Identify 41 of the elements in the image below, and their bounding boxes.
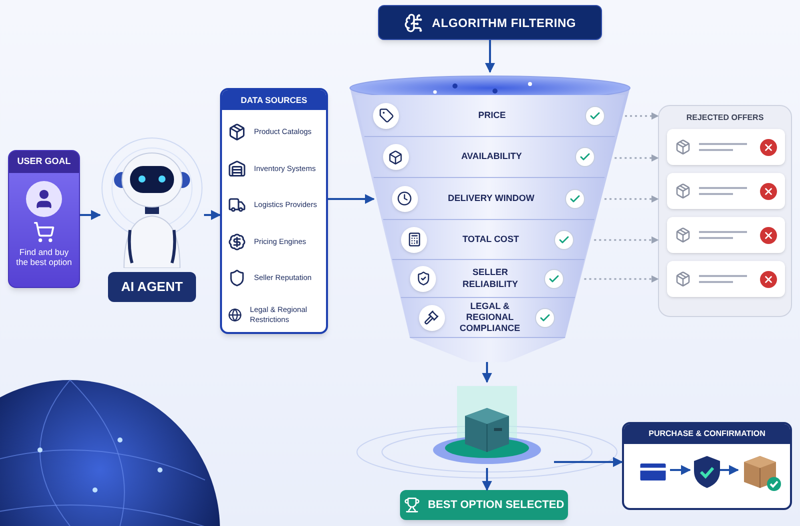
dotted-arrow bbox=[604, 195, 659, 203]
agent-label: AI AGENT bbox=[108, 272, 196, 302]
result-badge bbox=[400, 490, 568, 520]
offer-card bbox=[667, 173, 785, 209]
criterion-label: PRICE bbox=[477, 110, 507, 122]
offer-card bbox=[667, 261, 785, 297]
shield-check-icon bbox=[692, 455, 722, 489]
rejected-panel bbox=[658, 105, 792, 317]
arrow bbox=[670, 465, 691, 475]
arrow bbox=[485, 40, 495, 73]
criterion-label: AVAILABILITY bbox=[460, 151, 523, 163]
card-header: USER GOAL bbox=[9, 151, 79, 172]
funnel-tier bbox=[383, 220, 594, 260]
panel-header: PURCHASE & CONFIRMATION bbox=[624, 424, 790, 444]
goal-card bbox=[8, 150, 80, 288]
arrow bbox=[720, 465, 739, 475]
goal-text: Find and buy the best option bbox=[15, 246, 73, 268]
data-sources-panel bbox=[220, 88, 328, 334]
arrow bbox=[482, 362, 492, 383]
offer-card bbox=[667, 129, 785, 165]
dotted-arrow bbox=[594, 236, 659, 244]
dotted-arrow bbox=[584, 275, 659, 283]
arrow bbox=[482, 468, 492, 491]
header-banner bbox=[378, 5, 602, 40]
criterion-label: DELIVERY WINDOW bbox=[446, 192, 536, 204]
header-title: ALGORITHM FILTERING bbox=[432, 14, 576, 32]
purchase-panel bbox=[622, 422, 792, 510]
dotted-arrow bbox=[614, 154, 659, 162]
arrow bbox=[554, 457, 623, 467]
panel-title: REJECTED OFFERS bbox=[685, 112, 765, 124]
panel-header: DATA SOURCES bbox=[222, 90, 326, 110]
arrow bbox=[328, 194, 375, 204]
result-label: BEST OPTION SELECTED bbox=[428, 498, 564, 513]
arrow bbox=[204, 210, 221, 220]
criterion-label: SELLER RELIABILITY bbox=[462, 267, 520, 290]
offer-card bbox=[667, 217, 785, 253]
criterion-label: LEGAL & REGIONAL COMPLIANCE bbox=[458, 300, 522, 334]
criterion-label: TOTAL COST bbox=[461, 234, 520, 246]
arrow bbox=[80, 210, 101, 220]
funnel-tier bbox=[355, 95, 625, 137]
dotted-arrow bbox=[625, 112, 659, 120]
